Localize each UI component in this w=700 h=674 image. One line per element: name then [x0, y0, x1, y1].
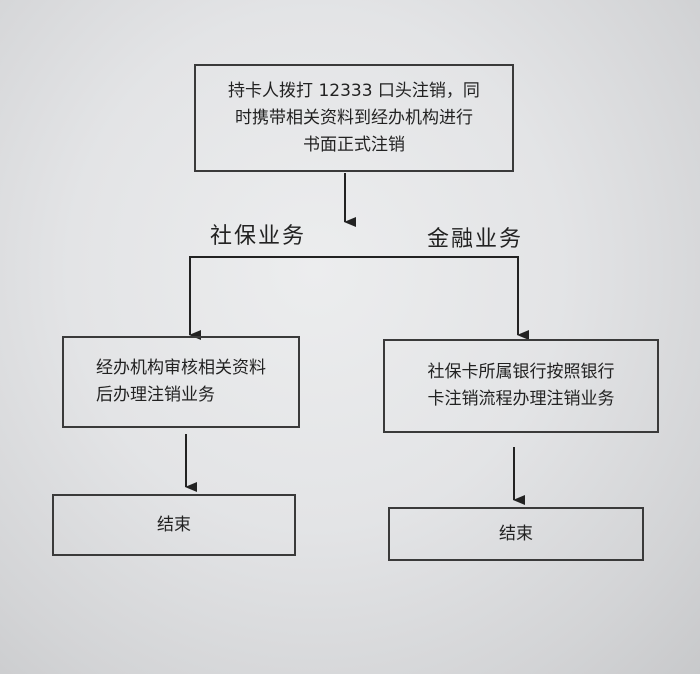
right-end-text: 结束	[499, 523, 533, 544]
right-process-box: 社保卡所属银行按照银行 卡注销流程办理注销业务	[383, 339, 659, 433]
branch-left-label: 社保业务	[210, 224, 307, 249]
branch-connector	[189, 256, 519, 335]
left-process-text: 经办机构审核相关资料 后办理注销业务	[96, 358, 266, 405]
left-end-box: 结束	[52, 494, 296, 556]
start-box-text: 持卡人拨打 12333 口头注销，同 时携带相关资料到经办机构进行 书面正式注销	[228, 80, 480, 155]
left-end-text: 结束	[157, 514, 191, 535]
branch-right-label: 金融业务	[427, 227, 524, 252]
right-process-text: 社保卡所属银行按照银行 卡注销流程办理注销业务	[427, 362, 615, 409]
right-end-box: 结束	[388, 507, 644, 561]
start-box: 持卡人拨打 12333 口头注销，同 时携带相关资料到经办机构进行 书面正式注销	[194, 64, 514, 172]
left-process-box: 经办机构审核相关资料 后办理注销业务	[62, 336, 300, 428]
